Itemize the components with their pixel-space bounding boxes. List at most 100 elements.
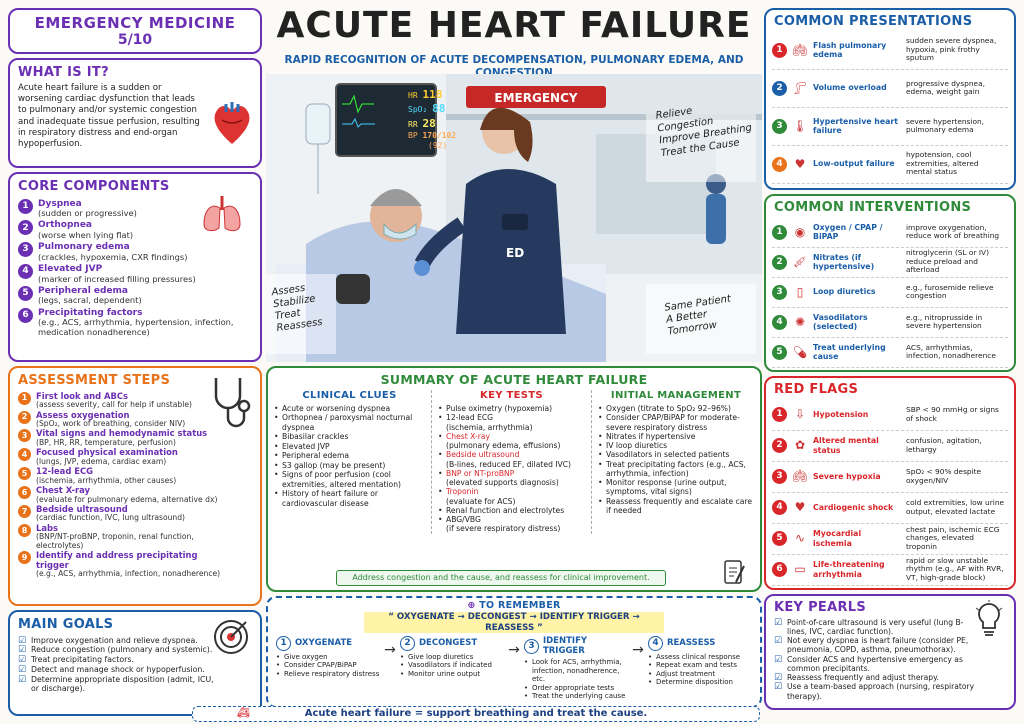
assessment-step: 4 Focused physical examination(lungs, JVP… <box>18 447 254 466</box>
pearl-item: Consider ACS and hypertensive emergency … <box>774 655 978 674</box>
assessment-text: Assess oxygenation(SpO₂, work of breathi… <box>36 410 186 429</box>
step-number: 3 <box>772 118 787 134</box>
interventions-name: Treat underlying cause <box>813 342 886 362</box>
assessment-desc: (SpO₂, work of breathing, consider NIV) <box>36 418 186 428</box>
assessment-text: Labs(BNP/NT-proBNP, troponin, renal func… <box>36 522 226 550</box>
bp-value: 170/102 <box>422 130 457 140</box>
test-item: Bedside ultrasound(B-lines, reduced EF, … <box>438 450 585 469</box>
goal-item: Reduce congestion (pulmonary and systemi… <box>18 645 214 656</box>
remember-step-item: Give loop diuretics <box>400 653 504 662</box>
er-scene-illustration: HR 118 SpO₂ 88 RR 28 BP 170/102 (92) EME… <box>266 74 762 362</box>
remember-step: 4REASSESSAssess clinical responseRepeat … <box>647 636 752 700</box>
redflags-name: Severe hypoxia <box>813 471 881 481</box>
remember-title: ⊕ TO REMEMBER <box>268 600 760 611</box>
brain-icon: ✿ <box>794 438 806 453</box>
step-number: 3 <box>18 429 31 443</box>
assessment-text: Chest X-ray(evaluate for pulmonary edema… <box>36 485 218 504</box>
monitor-readout: HR 118 SpO₂ 88 RR 28 BP 170/102 (92) <box>408 88 456 152</box>
goal-item: Determine appropriate disposition (admit… <box>18 675 214 694</box>
remember-step-name: IDENTIFY TRIGGER <box>542 636 588 657</box>
core-item: 4 Elevated JVP(marker of increased fillin… <box>18 264 254 284</box>
ed-badge: ED <box>506 246 525 260</box>
step-number: 5 <box>18 286 33 302</box>
step-number: 4 <box>18 264 33 280</box>
pearls-box: KEY PEARLS Point-of-care ultrasound is v… <box>764 594 1016 710</box>
test-name: ABG/VBG <box>446 515 481 524</box>
step-number: 4 <box>18 448 31 462</box>
test-name: Renal function and electrolytes <box>446 505 565 515</box>
clues-column: CLINICAL CLUES Acute or worsening dyspne… <box>268 390 432 534</box>
core-name: Pulmonary edema <box>38 242 130 253</box>
test-name: 12-lead ECG <box>446 413 494 423</box>
step-number: 1 <box>772 42 787 58</box>
test-name: Chest X-ray <box>446 431 490 441</box>
redflags-name: Cardiogenic shock <box>813 502 894 512</box>
target-icon <box>212 618 250 656</box>
remember-step-list: Look for ACS, arrhythmia, infection, non… <box>524 658 628 700</box>
remember-step-item: Look for ACS, arrhythmia, infection, non… <box>524 658 628 683</box>
tests-title: KEY TESTS <box>480 390 543 401</box>
pearl-item: Not every dyspnea is heart failure (cons… <box>774 636 978 655</box>
step-number: 2 <box>772 438 787 454</box>
step-number: 6 <box>772 562 787 578</box>
step-number: 1 <box>772 407 787 423</box>
test-item: 12-lead ECG(ischemia, arrhythmia) <box>438 413 585 432</box>
syringe-icon: 💉︎ <box>792 254 808 269</box>
remember-flow: “ OXYGENATE → DECONGEST → IDENTIFY TRIGG… <box>364 612 664 634</box>
assessment-text: Focused physical examination(lungs, JVP,… <box>36 447 178 466</box>
interventions-item: 2💉︎Nitrates (if hypertensive)nitroglycer… <box>772 248 1008 278</box>
remember-step-item: Monitor urine output <box>400 670 504 679</box>
assessment-name: Chest X-ray <box>36 485 90 496</box>
step-number: 4 <box>647 636 663 652</box>
step-number: 1 <box>18 391 31 405</box>
mgmt-item: Vasodilators in selected patients <box>598 450 754 460</box>
assessment-desc: (evaluate for pulmonary edema, alternati… <box>36 494 218 504</box>
assessment-title: ASSESSMENT STEPS <box>18 373 171 388</box>
test-item: BNP or NT-proBNP(elevated supports diagn… <box>438 469 585 488</box>
map-value: (92) <box>428 141 448 151</box>
step-number: 3 <box>772 469 787 485</box>
brain-icon: ⊕ <box>467 600 476 611</box>
remember-step-item: Assess clinical response <box>648 653 752 662</box>
redflags-desc: cold extremities, low urine output, elev… <box>906 498 1005 516</box>
tests-column: KEY TESTS Pulse oximetry (hypoxemia)12-l… <box>432 390 592 534</box>
arrow-icon: → <box>632 642 644 659</box>
step-number: 3 <box>18 242 33 258</box>
core-desc: (worse when lying flat) <box>38 229 134 240</box>
core-name: Precipitating factors <box>38 307 143 318</box>
assessment-name: Focused physical examination <box>36 447 178 458</box>
test-detail: (if severe respiratory distress) <box>446 524 561 534</box>
pearl-item: Point-of-care ultrasound is very useful … <box>774 618 978 637</box>
step-number: 4 <box>772 500 787 516</box>
core-text: Pulmonary edema(crackles, hypoxemia, CXR… <box>38 242 187 262</box>
interventions-box: COMMON INTERVENTIONS 1◉Oxygen / CPAP / B… <box>764 194 1016 372</box>
remember-step-name: REASSESS <box>666 638 716 649</box>
step-number: 1 <box>276 636 291 652</box>
remember-step: 2DECONGESTGive loop diureticsVasodilator… <box>399 636 504 700</box>
core-text: Peripheral edema(legs, sacral, dependent… <box>38 286 142 306</box>
core-text: Elevated JVP(marker of increased filling… <box>38 264 196 284</box>
remember-steps: 1OXYGENATEGive oxygenConsider CPAP/BiPAP… <box>268 633 760 701</box>
what-text: Acute heart failure is a sudden or worse… <box>18 82 200 150</box>
presentations-desc: severe hypertension, pulmonary edema <box>906 116 985 135</box>
clipboard-icon <box>722 558 746 586</box>
core-title: CORE COMPONENTS <box>18 179 170 194</box>
interventions-desc: e.g., furosemide relieve congestion <box>906 282 994 301</box>
step-number: 5 <box>772 344 787 360</box>
core-name: Peripheral edema <box>38 286 129 297</box>
rr-value: 28 <box>422 116 436 130</box>
test-detail: (B-lines, reduced EF, dilated IVC) <box>446 459 572 469</box>
redflags-desc: SpO₂ < 90% despite oxygen/NIV <box>906 467 982 485</box>
assessment-name: Labs <box>36 522 58 533</box>
tests-list: Pulse oximetry (hypoxemia)12-lead ECG(is… <box>438 404 585 534</box>
